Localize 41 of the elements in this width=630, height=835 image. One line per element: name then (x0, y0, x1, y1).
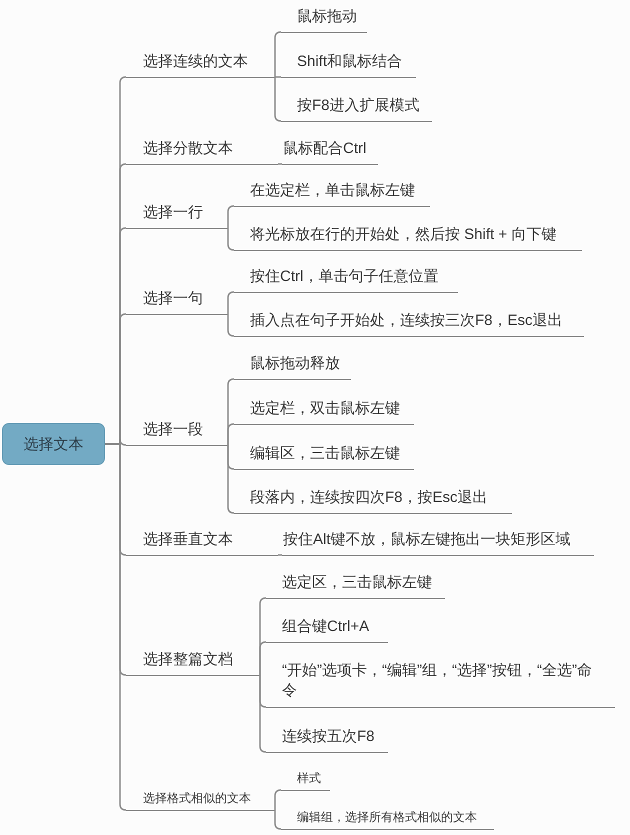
subtopic: 在选定栏，单击鼠标左键 (234, 179, 430, 207)
subtopic: 鼠标拖动释放 (234, 352, 351, 380)
subtopic: 编辑区，三击鼠标左键 (234, 442, 414, 470)
subtopic: 按住Ctrl，单击句子任意位置 (234, 265, 458, 293)
connector-line (227, 227, 235, 251)
subtopic: 选定栏，双击鼠标左键 (234, 397, 414, 425)
subtopic: Shift和鼠标结合 (281, 50, 416, 78)
connector-line (259, 641, 267, 676)
connector-line (227, 205, 235, 229)
subtopic: 按F8进入扩展模式 (281, 94, 432, 122)
connector-line (227, 291, 235, 315)
connector-line (105, 443, 127, 811)
subtopic: 连续按五次F8 (266, 725, 388, 753)
branch-topic: 选择连续的文本 (126, 50, 275, 78)
connector-line (278, 163, 282, 165)
branch-topic: 选择格式相似的文本 (126, 789, 275, 811)
central-topic-box: 选择文本 (2, 423, 105, 465)
subtopic: 组合键Ctrl+A (266, 615, 388, 643)
connector-line (227, 423, 235, 446)
subtopic: “开始”选项卡，“编辑”组，“选择”按钮，“全选”命令 (266, 656, 615, 708)
subtopic: 样式 (281, 769, 330, 791)
branch-topic: 选择一段 (126, 418, 228, 446)
subtopic: 按住Alt键不放，鼠标左键拖出一块矩形区域 (282, 528, 594, 556)
connector-line (274, 76, 282, 122)
connector-line (274, 789, 282, 811)
branch-topic: 选择垂直文本 (126, 528, 278, 556)
branch-topic: 选择分散文本 (126, 137, 278, 165)
branch-topic: 选择整篇文档 (126, 648, 260, 676)
connector-line (227, 313, 235, 337)
branch-topic: 选择一句 (126, 287, 228, 315)
connector-line (275, 76, 281, 78)
subtopic: 编辑组，选择所有格式相似的文本 (281, 808, 494, 830)
subtopic: 鼠标拖动 (281, 5, 367, 33)
connector-line (274, 809, 282, 830)
subtopic: 选定区，三击鼠标左键 (266, 571, 445, 599)
subtopic: 将光标放在行的开始处，然后按 Shift + 向下键 (234, 223, 582, 251)
subtopic: 段落内，连续按四次F8，按Esc退出 (234, 486, 512, 514)
subtopic: 鼠标配合Ctrl (282, 137, 378, 165)
branch-topic: 选择一行 (126, 201, 228, 229)
connector-line (278, 554, 282, 556)
subtopic: 插入点在句子开始处，连续按三次F8，Esc退出 (234, 309, 584, 337)
